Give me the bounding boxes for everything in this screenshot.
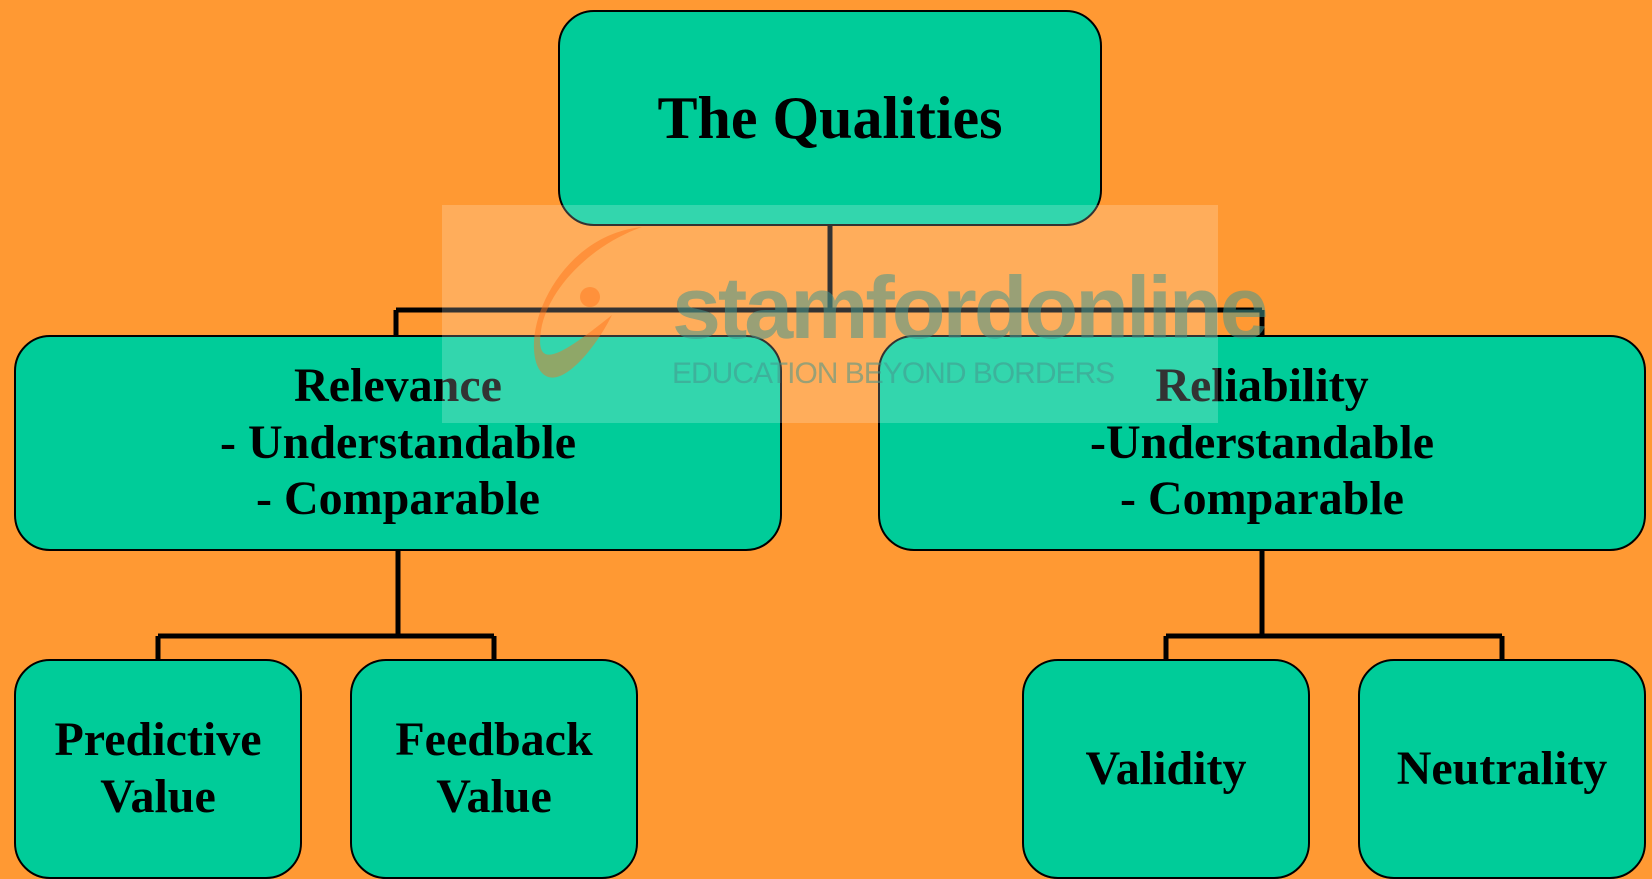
node-feedback-value: Feedback Value [350, 659, 638, 879]
node-relevance: Relevance - Understandable - Comparable [14, 335, 782, 551]
watermark-wordmark: stamfordonline [672, 258, 1269, 357]
feedback-line-1: Feedback [395, 713, 593, 767]
validity-label: Validity [1085, 741, 1247, 795]
reliability-item-understandable: -Understandable [1089, 415, 1435, 469]
relevance-item-comparable: - Comparable [256, 472, 540, 526]
predictive-line-2: Value [100, 770, 216, 823]
node-neutrality: Neutrality [1358, 659, 1646, 879]
relevance-title: Relevance [294, 359, 502, 413]
watermark-tagline: EDUCATION BEYOND BORDERS [672, 357, 1115, 390]
predictive-line-1: Predictive [54, 713, 262, 767]
root-label: The Qualities [657, 84, 1003, 151]
root-node-the-qualities: The Qualities [558, 10, 1102, 226]
watermark: stamfordonline EDUCATION BEYOND BORDERS [442, 205, 1269, 423]
node-predictive-value: Predictive Value [14, 659, 302, 879]
relevance-item-understandable: - Understandable [219, 415, 577, 469]
feedback-line-2: Value [436, 770, 552, 823]
reliability-title: Reliability [1155, 359, 1369, 413]
watermark-swoosh-icon [533, 227, 642, 378]
reliability-item-comparable: - Comparable [1120, 472, 1404, 526]
node-reliability: Reliability -Understandable - Comparable [878, 335, 1646, 551]
node-validity: Validity [1022, 659, 1310, 879]
neutrality-label: Neutrality [1396, 741, 1608, 795]
